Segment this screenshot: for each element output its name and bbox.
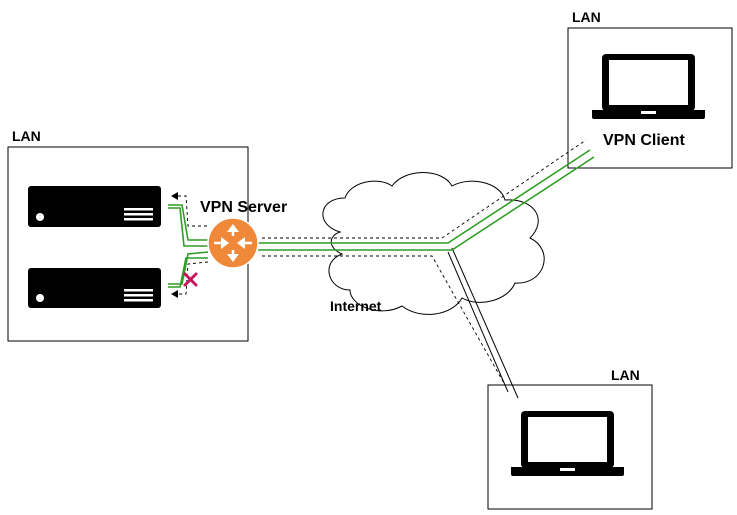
router-icon (207, 217, 259, 269)
laptop-icon (592, 54, 705, 119)
server-icon (28, 186, 161, 227)
vpn-client-label: VPN Client (603, 132, 685, 149)
laptop-icon (511, 411, 624, 476)
lan-left-label: LAN (12, 128, 41, 144)
vpn-tunnel (168, 149, 595, 288)
vpn-server-label: VPN Server (200, 199, 287, 216)
lan-top-right-label: LAN (572, 9, 601, 25)
cross-icon (183, 272, 198, 287)
physical-links (447, 247, 519, 399)
internet-label: Internet (330, 298, 382, 314)
internet-to-lan-bottom-link (451, 247, 519, 399)
server-icon (28, 268, 161, 308)
lan-bottom-right-label: LAN (611, 367, 640, 383)
tunnel-outline (171, 139, 587, 386)
forward-arrow-top (171, 192, 207, 227)
